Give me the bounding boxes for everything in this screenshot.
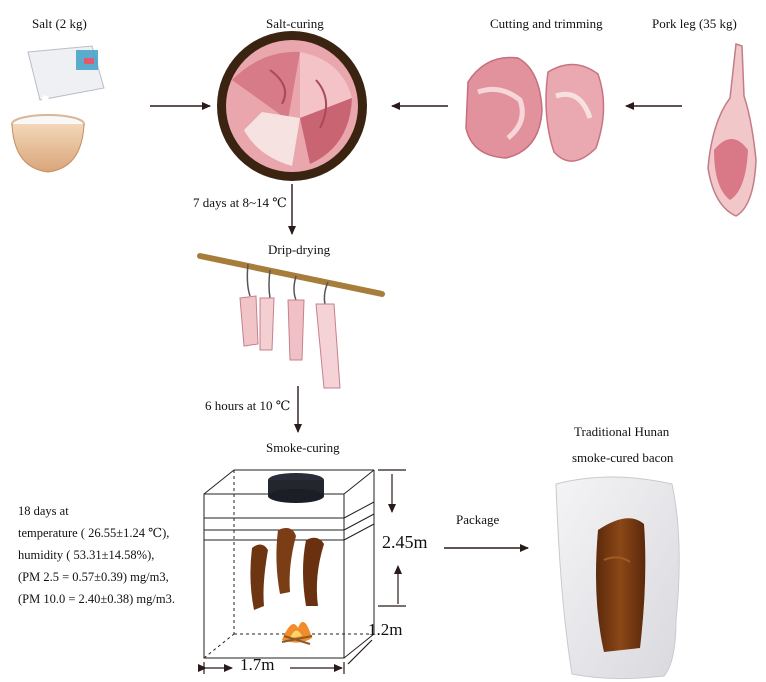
smoke-curing-label: Smoke-curing — [266, 440, 340, 456]
salt-curing-label: Salt-curing — [266, 16, 324, 32]
salt-label: Salt (2 kg) — [32, 16, 87, 32]
salt-illustration — [12, 46, 104, 172]
salt-curing-plate — [217, 31, 367, 181]
fire-icon — [282, 622, 312, 644]
packaged-bacon — [556, 477, 679, 679]
drip-drying-label: Drip-drying — [268, 242, 330, 258]
condition-line: (PM 2.5 = 0.57±0.39) mg/m3, — [18, 566, 175, 588]
chamber-height-label: 2.45m — [382, 532, 428, 553]
chamber-lid — [268, 473, 324, 503]
cut-pork-pieces — [466, 58, 604, 162]
pork-leg — [708, 44, 756, 216]
package-label: Package — [456, 512, 499, 528]
condition-line: 18 days at — [18, 500, 175, 522]
smoke-curing-conditions: 18 days at temperature ( 26.55±1.24 ℃), … — [18, 500, 175, 610]
drip-drying-rack — [200, 256, 382, 388]
drip-drying-condition: 6 hours at 10 ℃ — [205, 398, 290, 414]
condition-line: temperature ( 26.55±1.24 ℃), — [18, 522, 175, 544]
product-label-line2: smoke-cured bacon — [572, 450, 673, 466]
chamber-width-label: 1.7m — [240, 655, 274, 675]
pork-leg-label: Pork leg (35 kg) — [652, 16, 737, 32]
salt-curing-condition: 7 days at 8~14 ℃ — [193, 195, 287, 211]
chamber-depth-label: 1.2m — [368, 620, 402, 640]
cutting-label: Cutting and trimming — [490, 16, 603, 32]
condition-line: (PM 10.0 = 2.40±0.38) mg/m3. — [18, 588, 175, 610]
condition-line: humidity ( 53.31±14.58%), — [18, 544, 175, 566]
product-label-line1: Traditional Hunan — [574, 424, 669, 440]
